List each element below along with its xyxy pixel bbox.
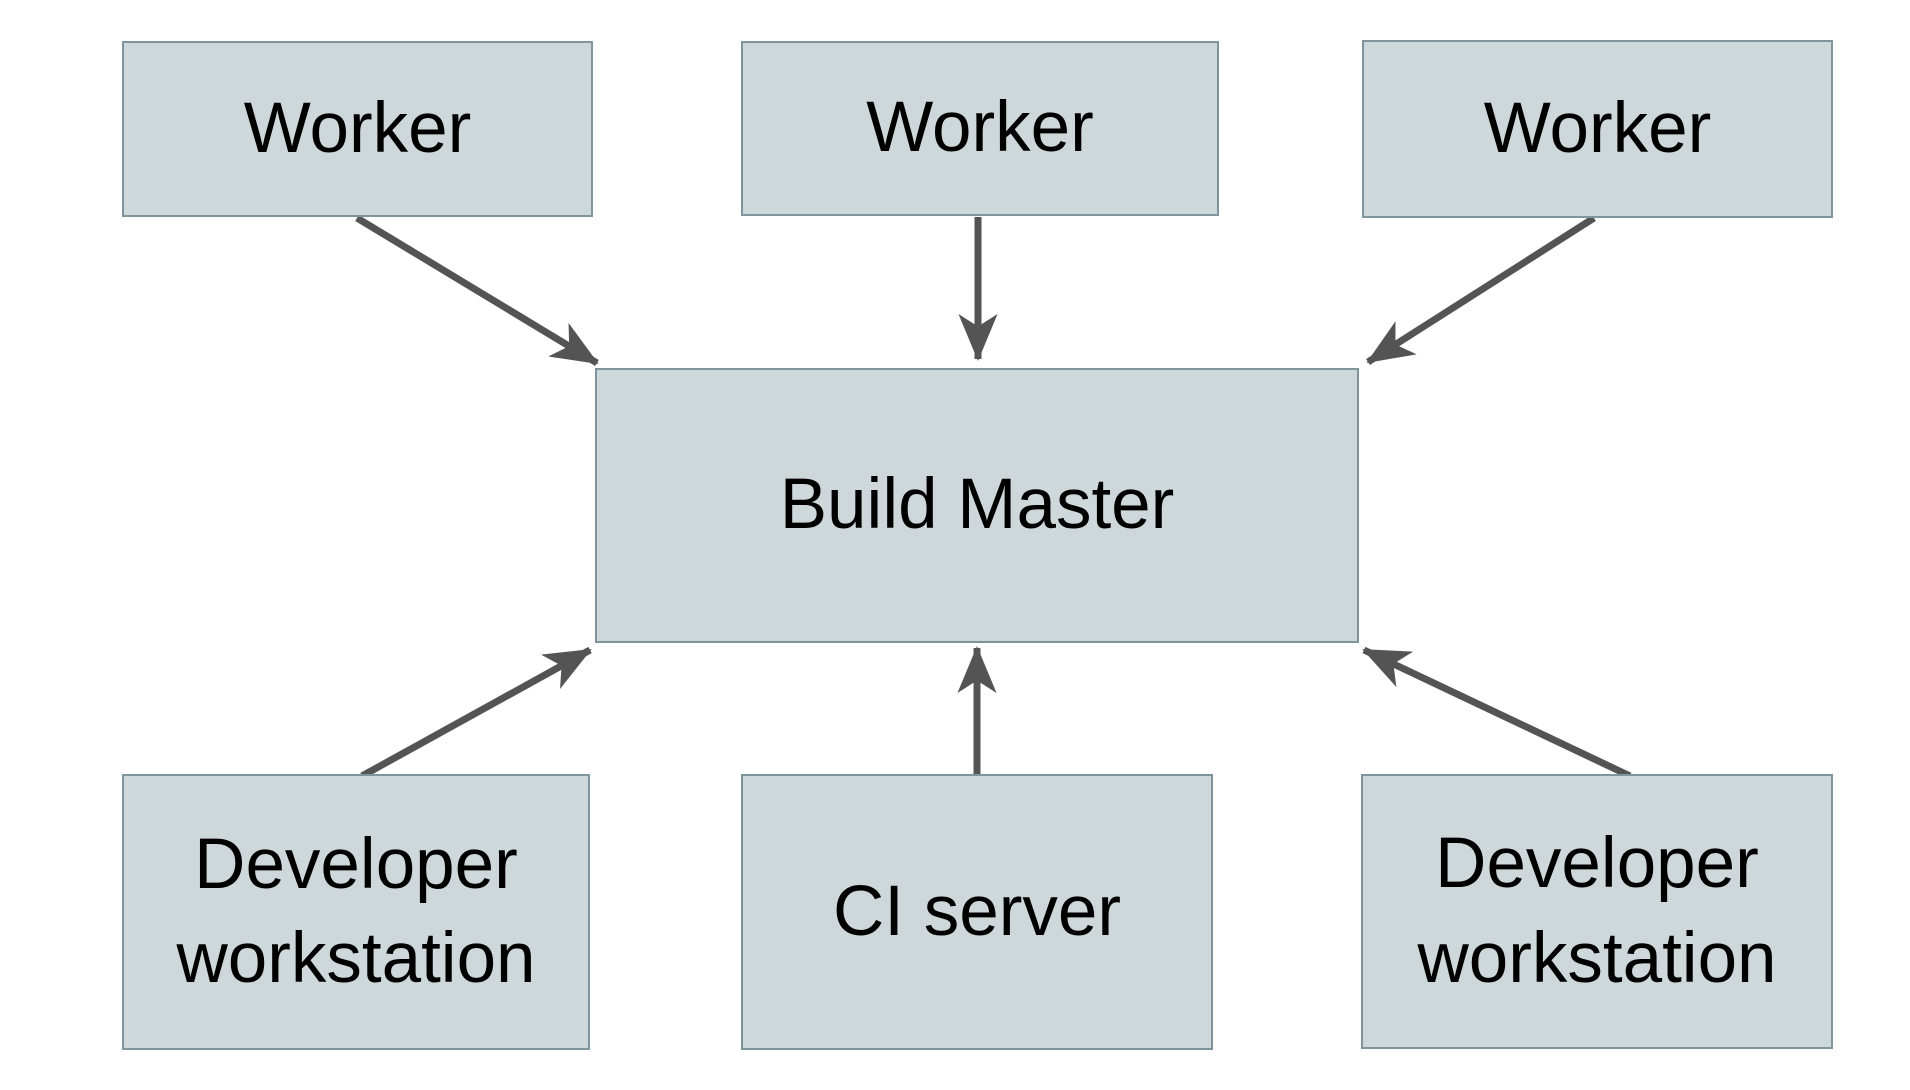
arrow-developer-workstation-left-to-build-master <box>360 646 592 780</box>
node-label-worker-3: Worker <box>1483 88 1712 168</box>
node-worker-3: Worker <box>1362 40 1833 218</box>
node-worker-1: Worker <box>122 41 593 217</box>
node-developer-workstation-right: Developer workstation <box>1361 774 1833 1049</box>
arrow-worker-3-to-build-master <box>1366 215 1596 365</box>
arrow-worker-1-to-build-master <box>355 215 599 366</box>
node-label-developer-workstation-left: Developer workstation <box>176 824 536 998</box>
node-label-worker-2: Worker <box>866 88 1094 168</box>
node-label-worker-1: Worker <box>243 88 472 168</box>
node-label-developer-workstation-right: Developer workstation <box>1417 824 1777 998</box>
node-developer-workstation-left: Developer workstation <box>122 774 590 1050</box>
node-label-ci-server: CI server <box>833 871 1121 951</box>
node-ci-server: CI server <box>741 774 1213 1050</box>
arrow-developer-workstation-right-to-build-master <box>1362 646 1632 780</box>
node-label-build-master: Build Master <box>779 465 1175 545</box>
node-worker-2: Worker <box>741 41 1219 216</box>
node-build-master: Build Master <box>595 368 1359 643</box>
